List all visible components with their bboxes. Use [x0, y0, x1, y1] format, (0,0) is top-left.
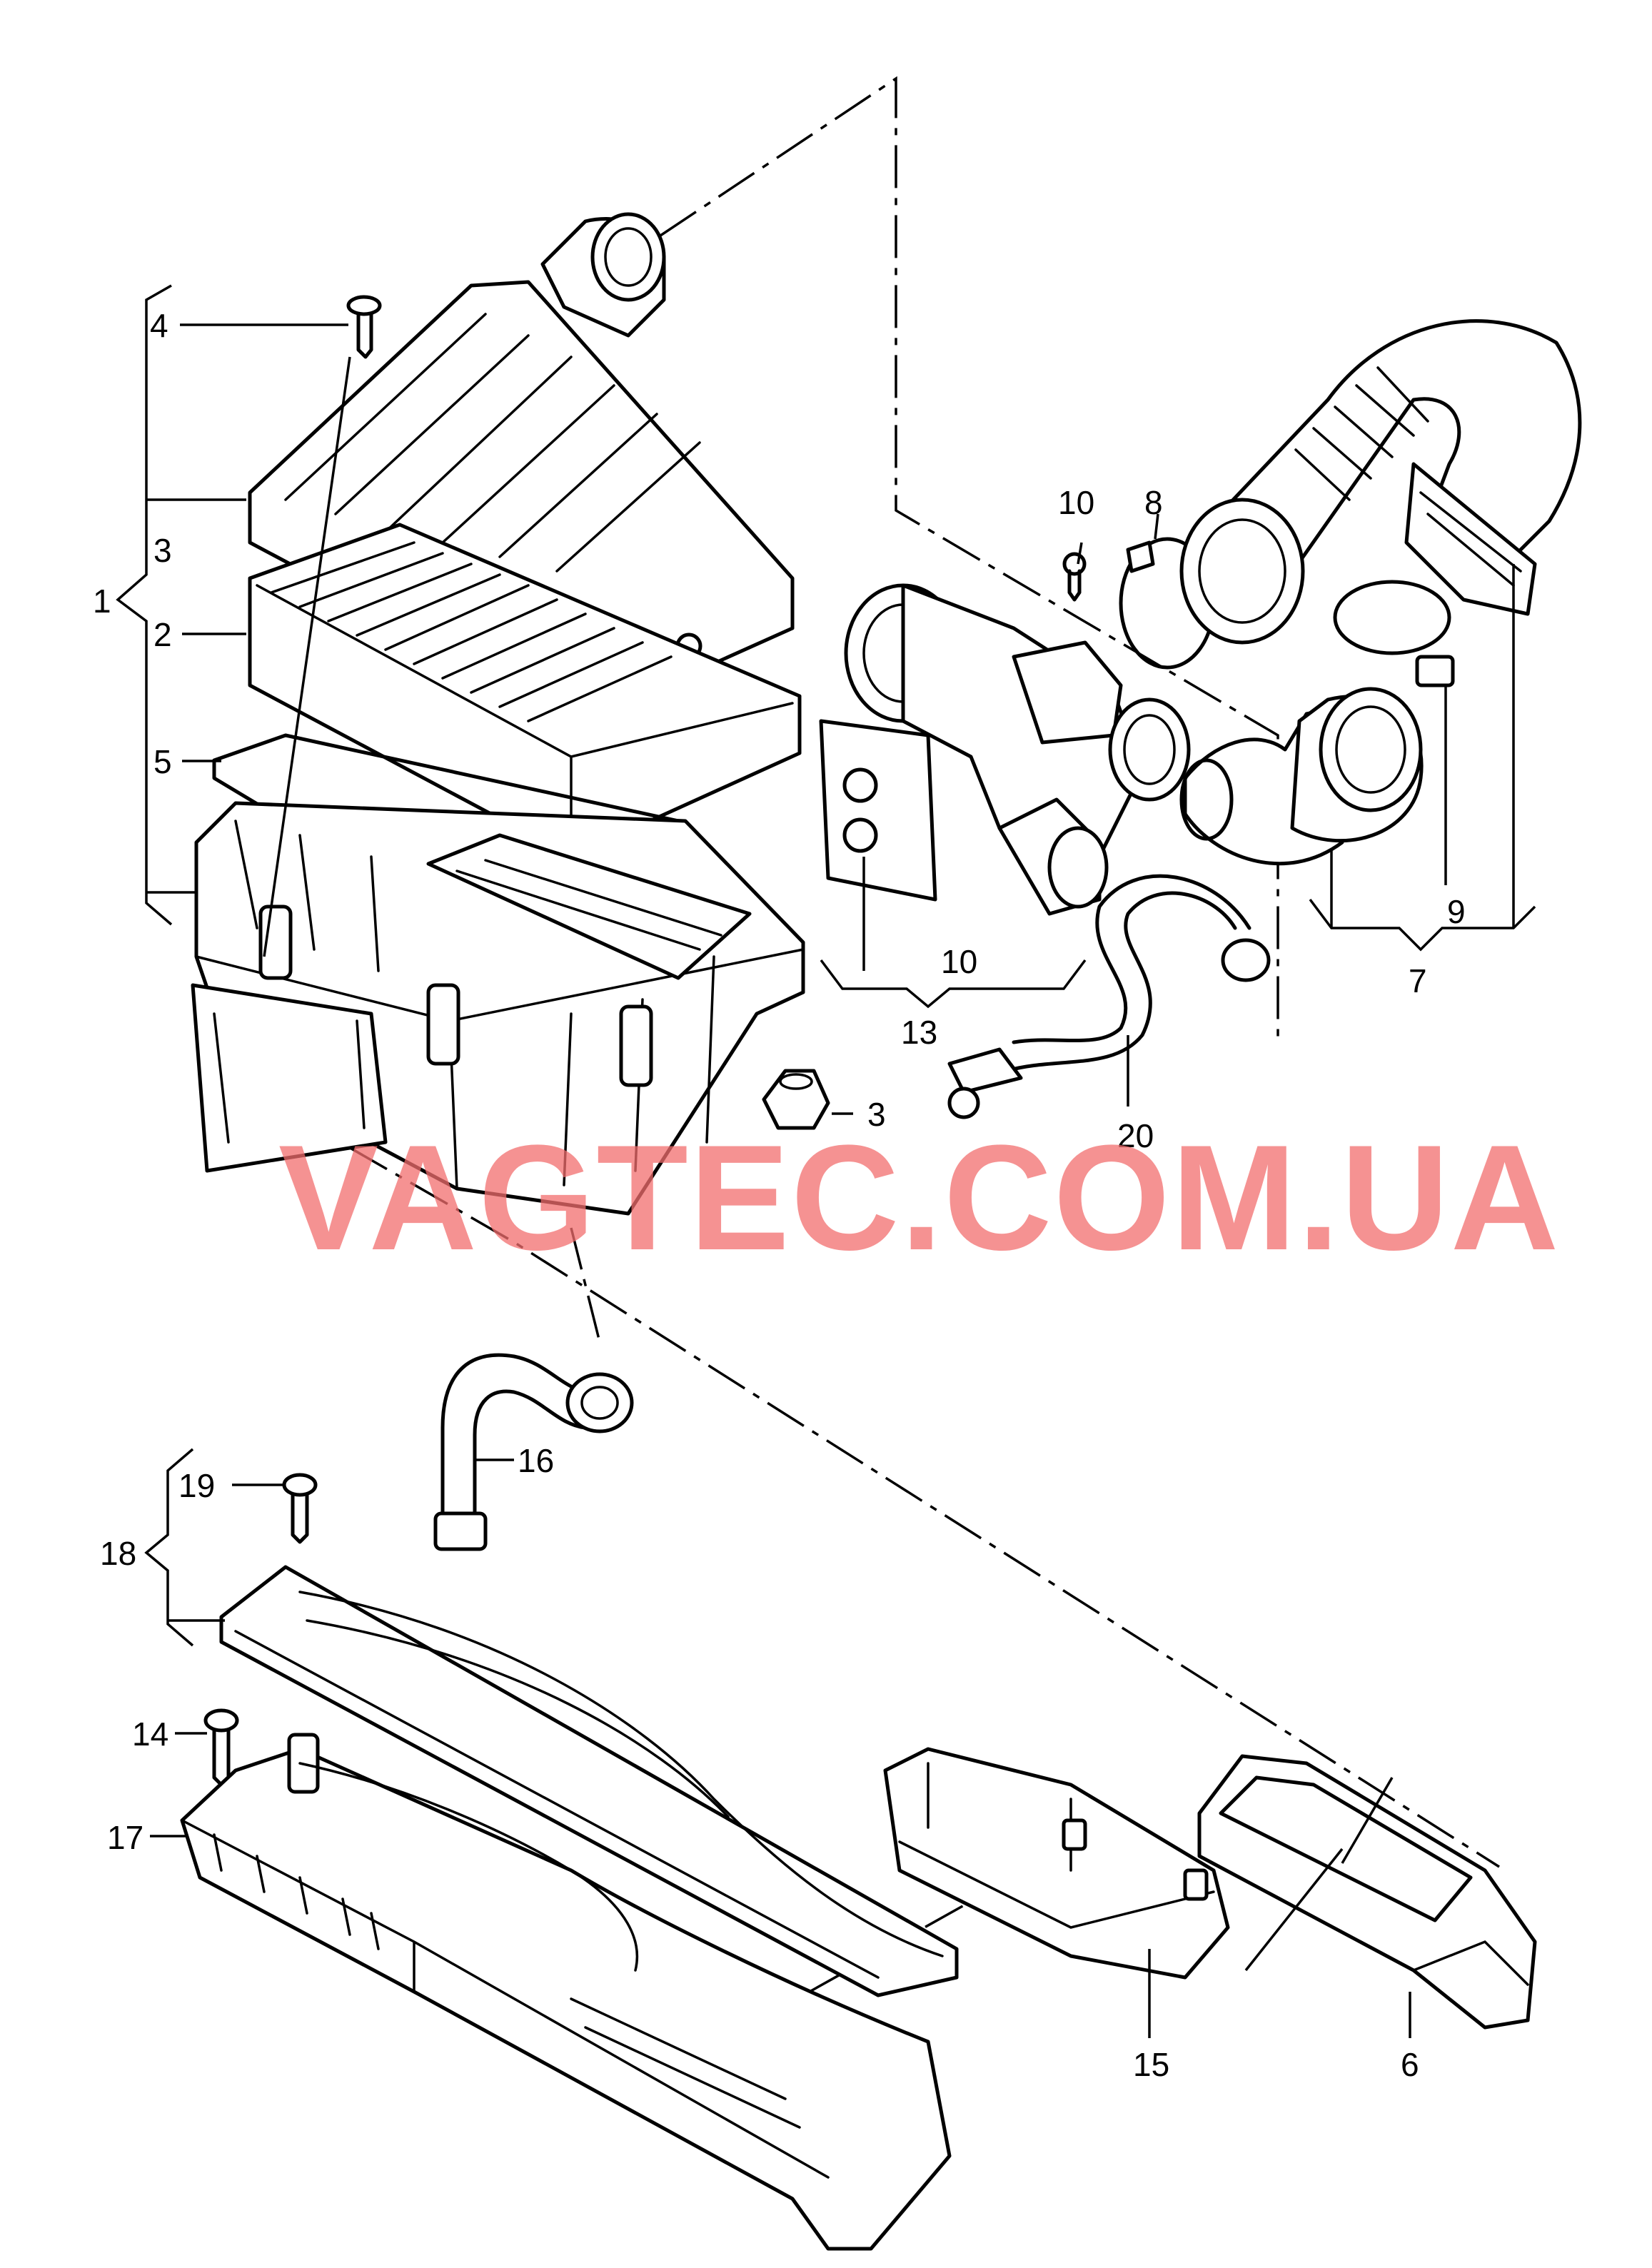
intake-duct-15	[883, 1747, 1230, 1980]
watermark-text: VAGTEC.COM.UA	[278, 1114, 1560, 1281]
callout-20: 20	[1117, 1117, 1154, 1154]
callout-10-top: 10	[1058, 484, 1094, 521]
callout-2: 2	[153, 616, 172, 653]
callout-17: 17	[107, 1819, 143, 1856]
callout-6: 6	[1401, 2046, 1419, 2083]
callout-13: 13	[901, 1014, 937, 1051]
air-duct-17	[180, 1733, 952, 2251]
callouts: 4 3 1 2 5 3 10 8 10 13 9 7 20 16 19 18 1…	[93, 307, 1466, 2083]
vacuum-hose-20	[947, 874, 1271, 1119]
callout-3-mount: 3	[867, 1096, 886, 1133]
callout-7: 7	[1409, 962, 1427, 999]
breather-hose-16	[433, 1353, 634, 1551]
callout-18: 18	[100, 1535, 136, 1572]
rubber-mount-3	[762, 1069, 830, 1130]
callout-19: 19	[178, 1467, 215, 1504]
callout-10-bottom: 10	[941, 943, 977, 980]
clamp-9	[1333, 580, 1455, 687]
screw-10	[1062, 552, 1087, 602]
callout-16: 16	[518, 1442, 554, 1479]
callout-5: 5	[153, 743, 172, 780]
callout-14: 14	[132, 1715, 168, 1753]
throttle-body	[819, 583, 1191, 916]
screw-4	[263, 295, 382, 957]
callout-15: 15	[1133, 2046, 1169, 2083]
callout-1: 1	[93, 583, 111, 620]
screw-19	[282, 1473, 318, 1544]
filter-element	[248, 523, 802, 859]
callout-8: 8	[1144, 484, 1163, 521]
leader-lines	[116, 284, 1536, 2038]
cover-18	[219, 1565, 959, 1997]
callout-4: 4	[150, 307, 168, 344]
air-guide-6	[1197, 1754, 1537, 2030]
callout-3-top: 3	[153, 532, 172, 569]
air-filter-lower-housing	[191, 801, 805, 1216]
intake-hose-7	[1179, 319, 1582, 866]
callout-9: 9	[1447, 893, 1466, 930]
